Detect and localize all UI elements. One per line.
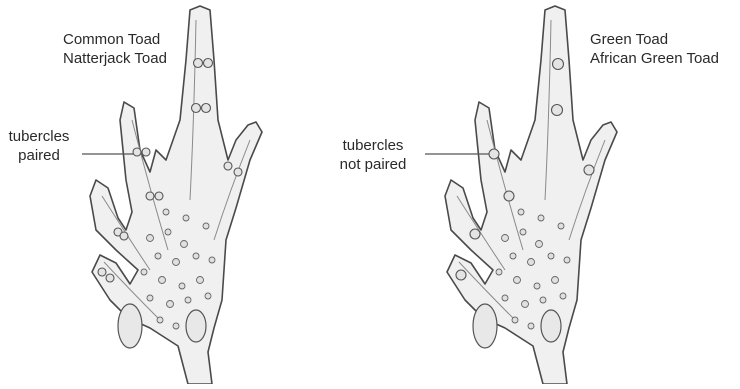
right-foot-illustration	[425, 6, 617, 384]
left-tubercle-callout: tubercles paired	[2, 127, 76, 165]
callout-text: tubercles	[328, 136, 418, 155]
species-name: Natterjack Toad	[63, 49, 167, 68]
callout-text: tubercles	[2, 127, 76, 146]
species-name: African Green Toad	[590, 49, 719, 68]
right-tubercle-callout: tubercles not paired	[328, 136, 418, 174]
callout-text: not paired	[328, 155, 418, 174]
species-name: Green Toad	[590, 30, 719, 49]
callout-text: paired	[2, 146, 76, 165]
species-name: Common Toad	[63, 30, 167, 49]
left-species-label: Common Toad Natterjack Toad	[63, 30, 167, 68]
right-species-label: Green Toad African Green Toad	[590, 30, 719, 68]
